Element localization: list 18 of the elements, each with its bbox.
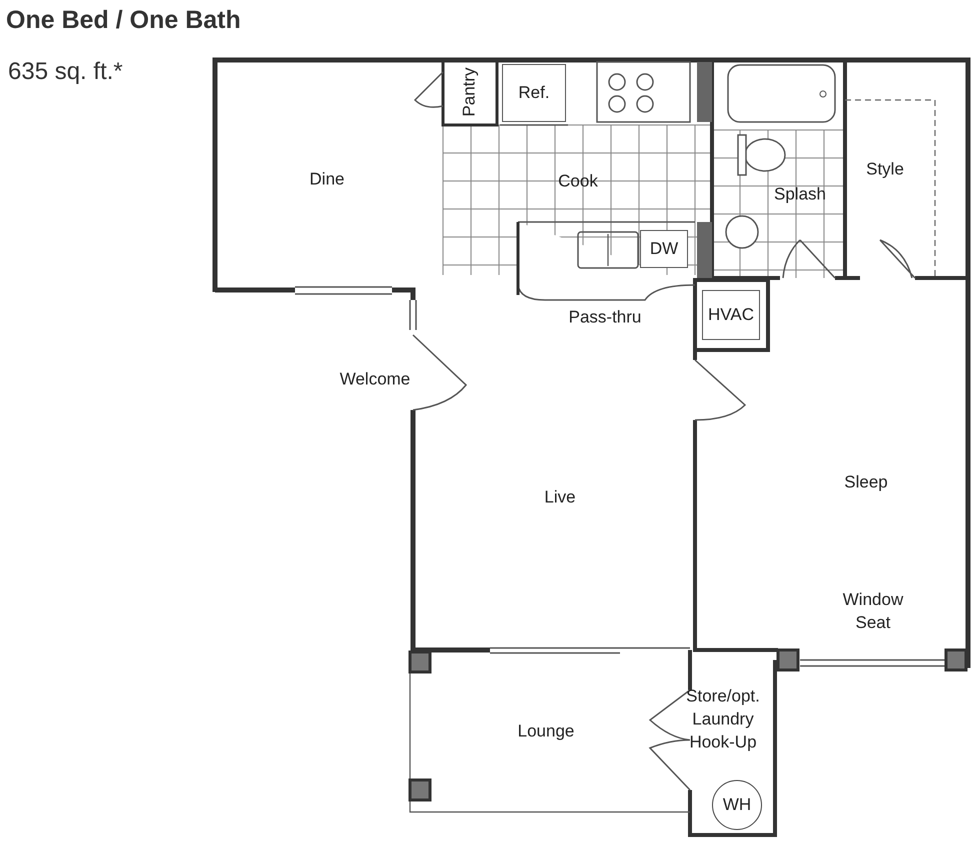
hvac-unit: HVAC: [702, 290, 760, 340]
room-label: Splash: [774, 184, 826, 206]
water-heater-symbol: WH: [712, 780, 762, 830]
room-label: Lounge: [518, 720, 574, 743]
area-label: Pass-thru: [568, 306, 642, 329]
room-label: Pantry: [458, 67, 480, 117]
title: One Bed / One Bath: [6, 6, 241, 35]
room-label: Window Seat: [842, 589, 904, 634]
room-label: Live: [544, 486, 576, 509]
dishwasher: DW: [640, 230, 688, 268]
refrigerator: Ref.: [502, 64, 566, 122]
room-label: Welcome: [340, 368, 410, 391]
room-label: Cook: [558, 170, 598, 193]
room-label: Store/opt. Laundry Hook-Up: [685, 686, 761, 754]
room-label: Style: [866, 158, 904, 181]
area-label: 635 sq. ft.*: [8, 58, 123, 86]
room-label: Dine: [310, 168, 344, 191]
room-label: Sleep: [844, 472, 888, 494]
